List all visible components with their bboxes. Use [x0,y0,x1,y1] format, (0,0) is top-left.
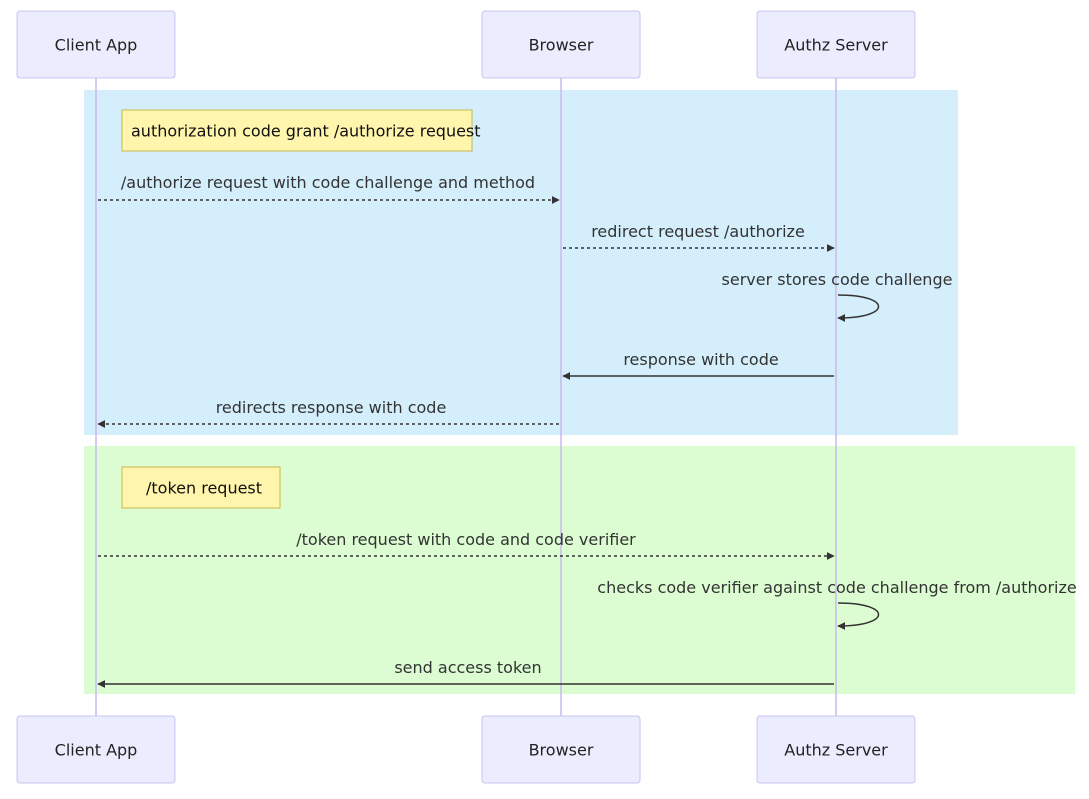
message-store-challenge-self-arrow [837,294,880,322]
client-app-label-bottom: Client App [55,741,138,760]
message-access-token-label: send access token [394,658,541,677]
message-token-request-label: /token request with code and code verifi… [296,530,636,549]
token-note-text: /token request [146,479,262,498]
message-response-code-label: response with code [623,350,778,369]
browser-actor-top: Browser [481,10,641,79]
authorize-note-text: authorization code grant /authorize requ… [131,122,481,141]
client-app-actor-top: Client App [16,10,176,79]
browser-label-bottom: Browser [529,741,594,760]
client-app-actor-bottom: Client App [16,715,176,784]
message-store-challenge-label: server stores code challenge [722,270,953,289]
message-redirect-request-label: redirect request /authorize [591,222,805,241]
message-check-verifier-label: checks code verifier against code challe… [597,578,1076,597]
authz-server-actor-bottom: Authz Server [756,715,916,784]
message-authorize-request-label: /authorize request with code challenge a… [121,173,535,192]
token-note: /token request [121,466,281,509]
browser-actor-bottom: Browser [481,715,641,784]
authz-server-label-top: Authz Server [784,36,888,55]
message-redirect-response-label: redirects response with code [216,398,447,417]
authz-server-actor-top: Authz Server [756,10,916,79]
browser-label-top: Browser [529,36,594,55]
client-app-label-top: Client App [55,36,138,55]
message-check-verifier-self-arrow [837,602,880,630]
authz-server-label-bottom: Authz Server [784,741,888,760]
authorize-note: authorization code grant /authorize requ… [121,109,481,152]
